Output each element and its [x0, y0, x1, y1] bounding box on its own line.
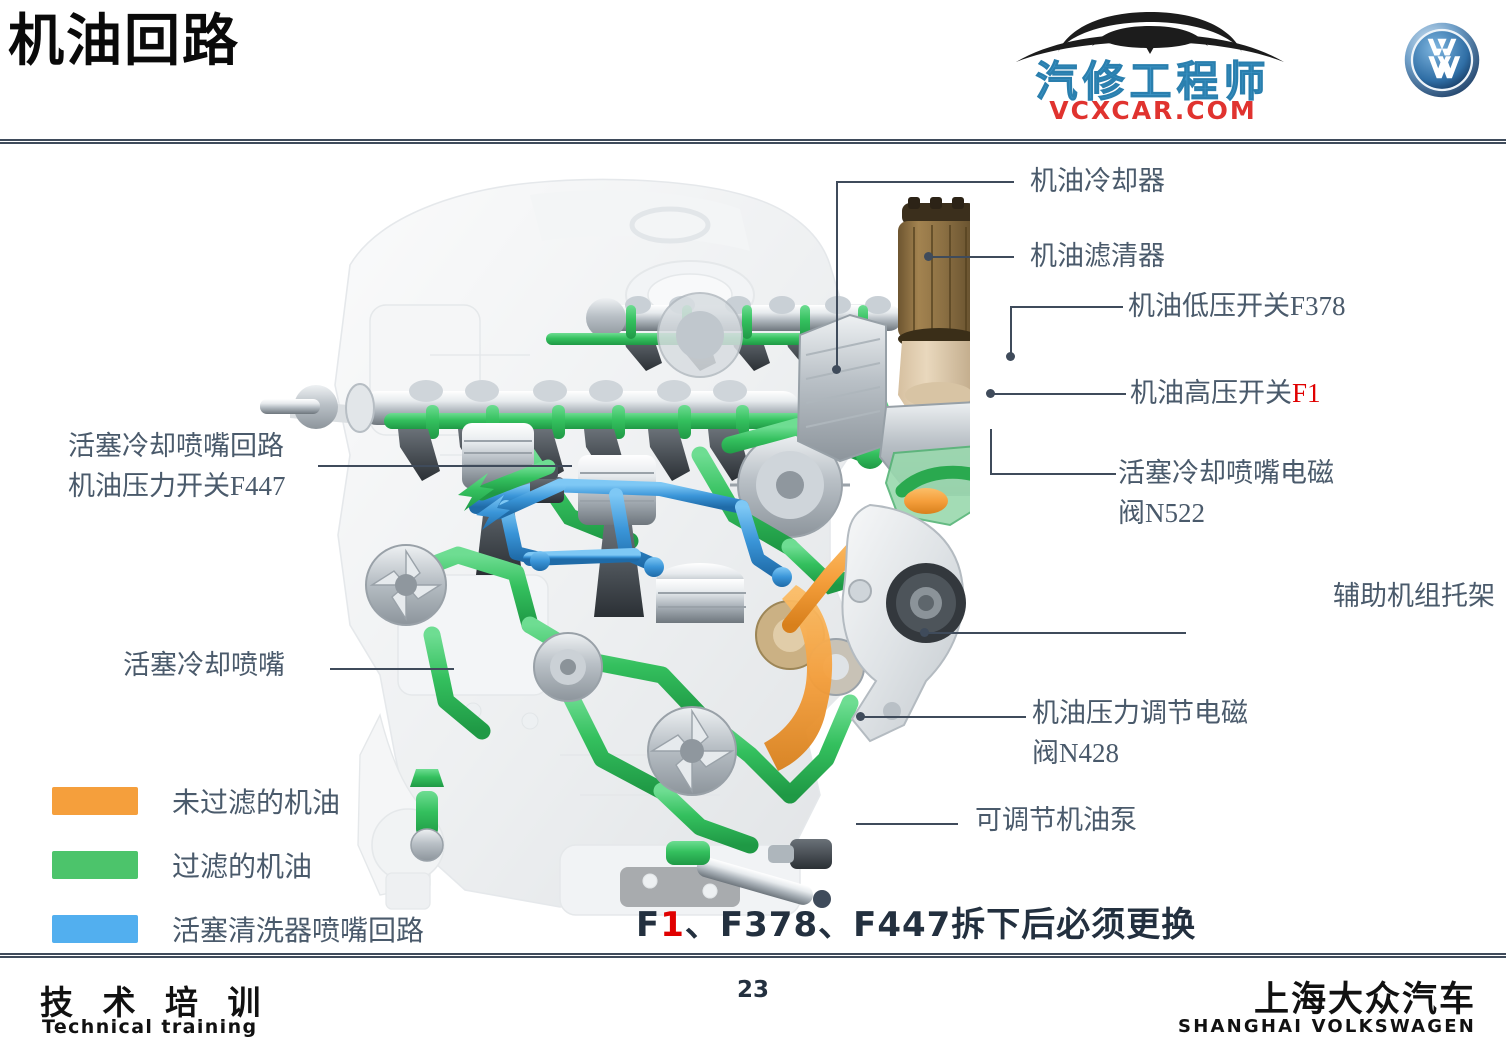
leader-oil-cooler-horizontal: [836, 181, 1014, 183]
oil-circuit-diagram: 机油冷却器 机油滤清器 机油低压开关F378 机油高压开关F1 活塞冷却喷嘴电磁…: [0, 145, 1506, 953]
callout-pressure-regulator-n428: 机油压力调节电磁 阀N428: [1032, 693, 1248, 773]
legend-item-piston-cleaning-circuit: 活塞清洗器喷嘴回路: [52, 903, 424, 955]
legend-label-filtered-oil: 过滤的机油: [172, 852, 313, 883]
callout-f447-line2: 机油压力开关F447: [68, 471, 286, 501]
callout-n522-line2: 阀N522: [1118, 498, 1205, 528]
callout-piston-cooling-solenoid-n522: 活塞冷却喷嘴电磁 阀N522: [1118, 453, 1334, 533]
leader-n428: [860, 716, 1026, 718]
replacement-note: F1、F378、F447拆下后必须更换: [636, 897, 1196, 946]
legend-label-unfiltered-oil: 未过滤的机油: [172, 788, 341, 819]
leader-f378-vertical: [1010, 306, 1012, 356]
callout-adjustable-oil-pump: 可调节机油泵: [975, 805, 1137, 835]
legend-label-piston-cleaning-circuit: 活塞清洗器喷嘴回路: [172, 916, 425, 947]
volkswagen-logo-icon: [1404, 22, 1480, 98]
leader-f378-horizontal: [1010, 306, 1123, 308]
callout-auxiliary-bracket: 辅助机组托架: [1333, 581, 1495, 611]
legend-item-unfiltered-oil: 未过滤的机油: [52, 775, 424, 827]
leader-n522-horizontal: [990, 473, 1116, 475]
leader-f1: [990, 393, 1126, 395]
leader-dot-f1: [986, 389, 995, 398]
car-silhouette-icon: [1016, 12, 1284, 62]
page-title: 机油回路: [8, 9, 240, 74]
watermark-url-text: VCXCAR.COM: [1049, 96, 1257, 125]
leader-oil-filter: [928, 256, 1014, 258]
note-red-digit: 1: [660, 905, 685, 945]
legend-swatch-filtered-oil: [52, 851, 138, 879]
legend-item-filtered-oil: 过滤的机油: [52, 839, 424, 891]
footer-training-cn: 技 术 培 训: [40, 983, 270, 1022]
vcxcar-watermark-logo: 汽修工程师 VCXCAR.COM: [1000, 6, 1300, 126]
leader-auxiliary-bracket: [924, 632, 1186, 634]
footer-brand-en: SHANGHAI VOLKSWAGEN: [1178, 1016, 1476, 1037]
callout-oil-filter: 机油滤清器: [1030, 241, 1165, 271]
leader-oil-pump: [856, 823, 958, 825]
leader-dot-auxiliary-bracket: [920, 628, 929, 637]
callout-piston-cooling-circuit-f447: 活塞冷却喷嘴回路 机油压力开关F447: [68, 426, 286, 506]
callout-low-pressure-switch-f378: 机油低压开关F378: [1128, 291, 1346, 321]
legend-swatch-unfiltered-oil: [52, 787, 138, 815]
watermark-cn-text: 汽修工程师: [1035, 57, 1271, 107]
leader-dot-f378: [1006, 352, 1015, 361]
leader-piston-nozzle: [330, 668, 454, 670]
footer-divider: [0, 953, 1506, 958]
leader-f447: [318, 465, 572, 467]
header-divider: [0, 139, 1506, 144]
engine-cutaway-illustration: [260, 178, 970, 916]
callout-f447-line1: 活塞冷却喷嘴回路: [68, 431, 284, 461]
page-number: 23: [736, 977, 769, 1003]
callout-high-pressure-switch-f1: 机油高压开关F1: [1130, 378, 1321, 408]
callout-n522-line1: 活塞冷却喷嘴电磁: [1118, 458, 1334, 488]
note-rest: 、F378、F447拆下后必须更换: [684, 905, 1197, 945]
f1-code: F1: [1292, 378, 1321, 408]
callout-n428-line2: 阀N428: [1032, 738, 1119, 768]
leader-dot-n428: [856, 712, 865, 721]
leader-n522-vertical: [990, 429, 992, 473]
callout-n428-line1: 机油压力调节电磁: [1032, 698, 1248, 728]
legend: 未过滤的机油 过滤的机油 活塞清洗器喷嘴回路: [52, 775, 424, 955]
footer-brand-cn: 上海大众汽车: [1253, 980, 1476, 1020]
legend-swatch-piston-cleaning-circuit: [52, 915, 138, 943]
note-prefix: F: [636, 905, 661, 945]
leader-dot-oil-cooler: [832, 365, 841, 374]
callout-oil-cooler: 机油冷却器: [1030, 166, 1165, 196]
footer-training-en: Technical training: [42, 1016, 258, 1038]
leader-oil-cooler-vertical: [836, 181, 838, 369]
leader-dot-oil-filter: [924, 252, 933, 261]
callout-piston-cooling-nozzle: 活塞冷却喷嘴: [123, 650, 285, 680]
